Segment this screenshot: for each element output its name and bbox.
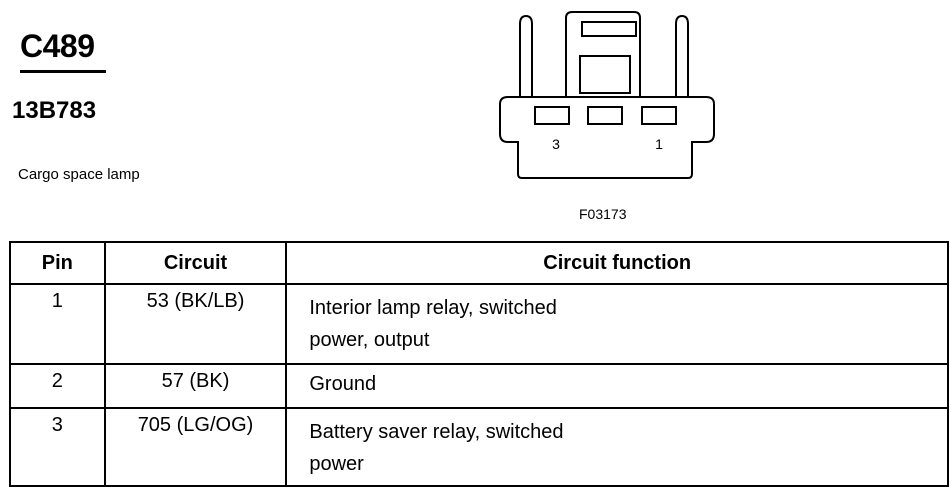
connector-face-diagram: 3 1 <box>499 11 715 179</box>
circuit-function-line: Battery saver relay, switched <box>309 421 564 443</box>
header-circuit: Circuit <box>103 241 288 285</box>
header-pin: Pin <box>9 241 106 285</box>
circuit-code: 57 (BK) <box>103 363 288 409</box>
part-number: 13B783 <box>12 97 97 124</box>
connector-description: Cargo space lamp <box>18 166 140 183</box>
circuit-function-line: Interior lamp relay, switched <box>309 297 557 319</box>
lock-tab-window <box>581 21 637 37</box>
connector-housing <box>499 96 715 179</box>
circuit-code: 53 (BK/LB) <box>103 283 288 365</box>
pin-cavity-2 <box>587 106 623 125</box>
lock-tab <box>565 11 641 97</box>
pin-number: 3 <box>9 407 106 487</box>
connector-id-underline <box>20 70 106 73</box>
pin-number: 2 <box>9 363 106 409</box>
pin-table: Pin Circuit Circuit function 1 53 (BK/LB… <box>9 241 949 487</box>
figure-code: F03173 <box>579 206 627 222</box>
pin-label-3: 3 <box>552 136 560 152</box>
circuit-code: 705 (LG/OG) <box>103 407 288 487</box>
header-circuit-function: Circuit function <box>285 241 949 285</box>
circuit-function: Battery saver relay, switched power <box>285 407 949 487</box>
circuit-function-line: power <box>309 453 364 475</box>
pin-number: 1 <box>9 283 106 365</box>
pin-label-1: 1 <box>655 136 663 152</box>
table-row: 1 53 (BK/LB) Interior lamp relay, switch… <box>9 283 949 365</box>
lock-tab-slot <box>579 55 631 94</box>
right-latch-arm <box>675 14 689 97</box>
circuit-function: Interior lamp relay, switched power, out… <box>285 283 949 365</box>
circuit-function-line: power, output <box>309 329 430 351</box>
table-row: 3 705 (LG/OG) Battery saver relay, switc… <box>9 407 949 487</box>
pin-cavity-1 <box>641 106 677 125</box>
connector-id: C489 <box>20 28 95 64</box>
left-latch-arm <box>519 14 533 97</box>
circuit-function: Ground <box>285 363 949 409</box>
pin-table-header-row: Pin Circuit Circuit function <box>9 241 949 285</box>
table-row: 2 57 (BK) Ground <box>9 363 949 409</box>
pin-cavity-3 <box>534 106 570 125</box>
circuit-function-line: Ground <box>309 373 377 395</box>
